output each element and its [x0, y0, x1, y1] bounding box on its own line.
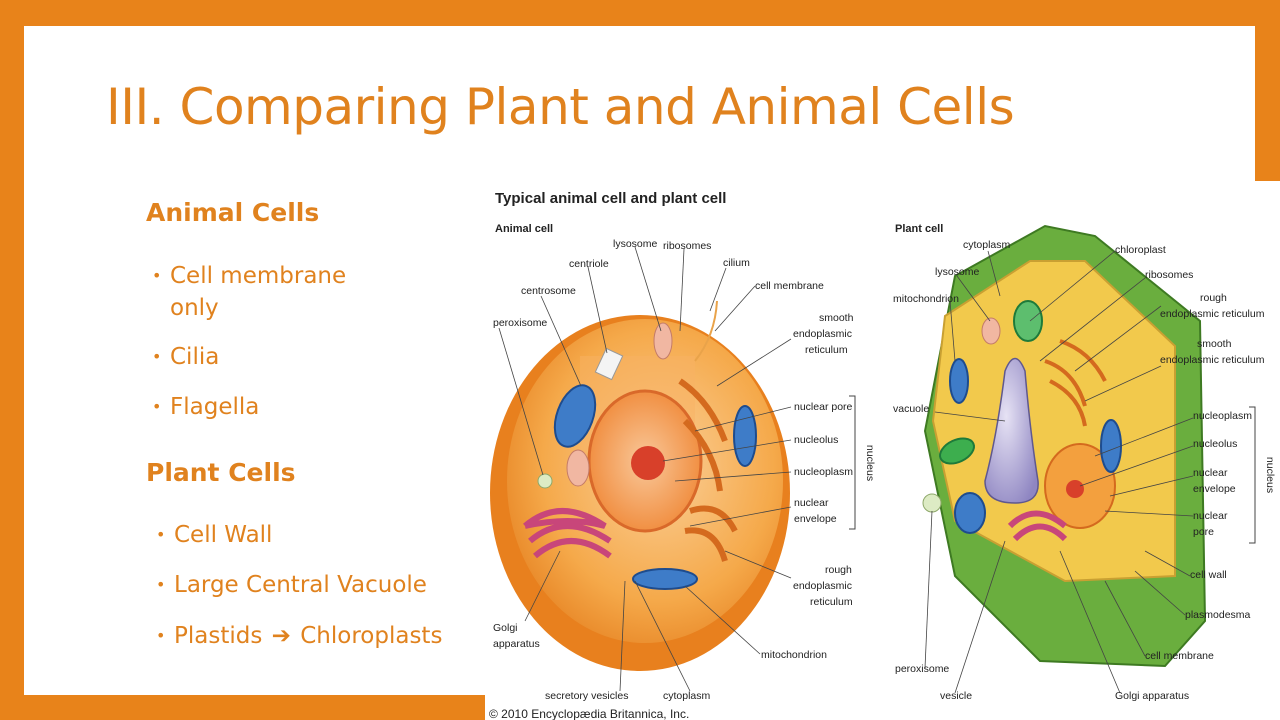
plant-chloroplast-1 [1013, 300, 1043, 342]
animal-centriole [594, 347, 624, 381]
animal-cell-label: Animal cell [495, 223, 553, 235]
plant-vesicle-label: vesicle [940, 690, 972, 702]
animal-vesicle [566, 449, 590, 487]
plant-chloroplast-2 [939, 437, 975, 465]
animal-nucleus-bracket [849, 395, 856, 530]
animal-nucleolus-label: nucleolus [794, 434, 838, 446]
animal-cell-drawing [490, 300, 790, 671]
plant-nuclear-pore-label-2: pore [1193, 526, 1214, 538]
plant-mitochondrion-1 [949, 358, 969, 404]
animal-cell-membrane-label: cell membrane [755, 280, 824, 292]
animal-cells-heading: Animal Cells [146, 198, 320, 227]
animal-item-flagella: Flagella [152, 391, 259, 423]
plant-nucleoplasm-label: nucleoplasm [1193, 410, 1252, 422]
plant-peroxisome [922, 493, 942, 513]
animal-item-membrane: Cell membrane only [152, 260, 347, 324]
plant-item-cell-wall: Cell Wall [156, 519, 273, 551]
animal-peroxisome [537, 473, 553, 489]
plant-item-chloroplasts-text: Chloroplasts [300, 623, 443, 649]
animal-centrosome-label: centrosome [521, 285, 576, 297]
right-arrow-icon: ➔ [271, 623, 291, 649]
plant-item-plastids: Plastids ➔ Chloroplasts [156, 620, 443, 652]
animal-mitochondrion-1 [553, 384, 597, 448]
animal-golgi [523, 508, 612, 559]
plant-rough-er-label-1: rough [1200, 292, 1227, 304]
plant-peroxisome-label: peroxisome [895, 663, 949, 675]
plant-ribosomes-label: ribosomes [1145, 269, 1193, 281]
animal-cell-leaders [498, 246, 792, 692]
plant-nuclear-envelope-label-2: envelope [1193, 483, 1236, 495]
animal-nuclear-envelope-label-1: nuclear [794, 497, 829, 509]
animal-mitochondrion-3 [632, 568, 698, 590]
animal-ribosomes-label: ribosomes [663, 240, 711, 252]
plant-smooth-er-label-1: smooth [1197, 338, 1232, 350]
animal-nuclear-envelope-label-2: envelope [794, 513, 837, 525]
animal-smooth-er-label-2: endoplasmic [793, 328, 852, 340]
animal-item-membrane-line2: only [170, 295, 219, 321]
animal-cilium-label: cilium [723, 257, 750, 269]
animal-nucleus-bracket-label: nucleus [864, 445, 876, 481]
plant-vacuole [984, 357, 1039, 504]
plant-cell-leaders [924, 250, 1194, 694]
animal-nucleoplasm-label: nucleoplasm [794, 466, 853, 478]
plant-mitochondrion-3 [1100, 419, 1122, 473]
plant-cell-wall-label: cell wall [1190, 569, 1227, 581]
animal-lysosome-label: lysosome [613, 238, 658, 250]
plant-cell-label: Plant cell [895, 223, 943, 235]
plant-nucleus-bracket [1249, 406, 1256, 544]
plant-lysosome [981, 317, 1001, 345]
plant-cytoplasm-label: cytoplasm [963, 239, 1011, 251]
animal-smooth-er-label-1: smooth [819, 312, 854, 324]
animal-nucleolus [631, 446, 665, 480]
plant-plasmodesma-label: plasmodesma [1185, 609, 1251, 621]
animal-peroxisome-label: peroxisome [493, 317, 547, 329]
figure-title: Typical animal cell and plant cell [495, 190, 726, 207]
plant-nuclear-pore-label-1: nuclear [1193, 510, 1228, 522]
animal-golgi-label-1: Golgi [493, 622, 518, 634]
plant-rough-er [1044, 339, 1107, 427]
plant-mitochondrion-2 [954, 492, 986, 534]
animal-item-cilia: Cilia [152, 341, 219, 373]
animal-nuclear-pore-label: nuclear pore [794, 401, 853, 413]
cell-diagram-figure: Typical animal cell and plant cell Anima… [485, 181, 1280, 720]
figure-copyright: © 2010 Encyclopædia Britannica, Inc. [489, 707, 689, 720]
animal-mitochondrion-label: mitochondrion [761, 649, 827, 661]
animal-golgi-label-2: apparatus [493, 638, 540, 650]
animal-rough-er-label-2: endoplasmic [793, 580, 852, 592]
plant-smooth-er-label-2: endoplasmic reticulum [1160, 354, 1265, 366]
plant-item-vacuole: Large Central Vacuole [156, 569, 427, 601]
plant-chloroplast-label: chloroplast [1115, 244, 1166, 256]
plant-cell-membrane-label: cell membrane [1145, 650, 1214, 662]
plant-nucleolus [1066, 480, 1084, 498]
plant-vacuole-label: vacuole [893, 403, 929, 415]
plant-golgi-label: Golgi apparatus [1115, 690, 1189, 702]
plant-mitochondrion-label: mitochondrion [893, 293, 959, 305]
animal-mitochondrion-2 [733, 405, 757, 467]
plant-nucleolus-label: nucleolus [1193, 438, 1237, 450]
plant-lysosome-label: lysosome [935, 266, 980, 278]
animal-rough-er-label-3: reticulum [810, 596, 853, 608]
slide-title: III. Comparing Plant and Animal Cells [106, 78, 1015, 136]
animal-item-membrane-line1: Cell membrane [170, 263, 347, 289]
animal-smooth-er-label-3: reticulum [805, 344, 848, 356]
animal-cytoplasm-label: cytoplasm [663, 690, 711, 702]
plant-nucleus-bracket-label: nucleus [1264, 457, 1276, 493]
animal-secretory-vesicles-label: secretory vesicles [545, 690, 628, 702]
plant-rough-er-label-2: endoplasmic reticulum [1160, 308, 1265, 320]
animal-cilium [694, 300, 718, 362]
plant-golgi [1007, 510, 1068, 542]
cell-diagram: Typical animal cell and plant cell Anima… [489, 190, 1276, 720]
plant-cells-heading: Plant Cells [146, 458, 296, 487]
plant-nuclear-envelope-label-1: nuclear [1193, 467, 1228, 479]
plant-item-plastids-text: Plastids [174, 623, 263, 649]
animal-lysosome [653, 322, 673, 360]
animal-rough-er-label-1: rough [825, 564, 852, 576]
animal-centriole-label: centriole [569, 258, 609, 270]
plant-cell-drawing [922, 224, 1207, 668]
